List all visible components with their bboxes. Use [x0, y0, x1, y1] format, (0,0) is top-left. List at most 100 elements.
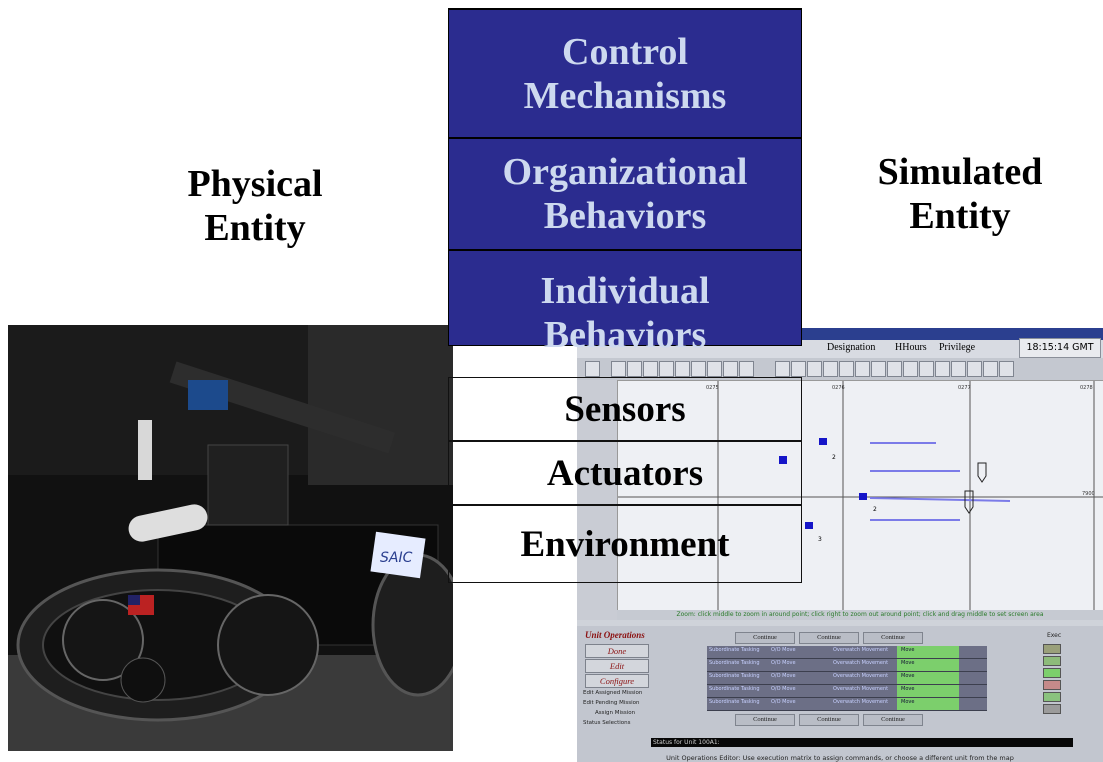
menu-designation[interactable]: Designation [827, 342, 876, 353]
toolbar-button[interactable] [611, 361, 626, 377]
toolbar-button[interactable] [999, 361, 1014, 377]
physical-label-line2: Entity [204, 207, 306, 249]
continue-footer[interactable]: Continue [799, 714, 859, 726]
exec-row[interactable]: Subordinate Tasking O/O Move Overwatch M… [707, 659, 987, 672]
toolbar-button[interactable] [919, 361, 934, 377]
indiv-line1: Individual [540, 270, 710, 312]
exec-cell: Overwatch Movement [833, 673, 889, 679]
edit-button[interactable]: Edit [585, 659, 649, 673]
continue-footer[interactable]: Continue [735, 714, 795, 726]
physical-entity-label: Physical Entity [160, 162, 350, 250]
simulation-screenshot: Designation HHours Privilege 18:15:14 GM… [577, 328, 1103, 762]
exec-cell: O/O Move [771, 647, 796, 653]
toolbar-button[interactable] [807, 361, 822, 377]
continue-header[interactable]: Continue [863, 632, 923, 644]
continue-header[interactable]: Continue [735, 632, 795, 644]
grid-label: 7900 [1082, 491, 1095, 497]
exec-row[interactable]: Subordinate Tasking O/O Move Overwatch M… [707, 672, 987, 685]
toolbar-button[interactable] [627, 361, 642, 377]
continue-footer[interactable]: Continue [863, 714, 923, 726]
exec-cell: Subordinate Tasking [709, 647, 760, 653]
exec-cell: O/O Move [771, 686, 796, 692]
toolbar-button[interactable] [855, 361, 870, 377]
sim-left-strip [577, 380, 617, 620]
saic-logo-text: SAIC [380, 550, 413, 566]
org-line1: Organizational [502, 151, 748, 193]
configure-button[interactable]: Configure [585, 674, 649, 688]
exec-cell: Overwatch Movement [833, 660, 889, 666]
indiv-line2: Behaviors [543, 314, 707, 356]
exec-row[interactable]: Subordinate Tasking O/O Move Overwatch M… [707, 698, 987, 711]
toolbar-button[interactable] [839, 361, 854, 377]
map-unit-number: 3 [818, 536, 822, 543]
simulated-label-line1: Simulated [877, 151, 1043, 193]
layer-environment: Environment [448, 505, 802, 583]
edit-pending-mission-option[interactable]: Edit Pending Mission [583, 700, 640, 706]
toolbar-button[interactable] [871, 361, 886, 377]
exec-cell: Move [901, 660, 915, 666]
layer-actuators: Actuators [448, 441, 802, 505]
layer-organizational-behaviors: Organizational Behaviors [448, 138, 802, 250]
toolbar-button[interactable] [775, 361, 790, 377]
color-swatch [1043, 692, 1061, 702]
color-swatch [1043, 668, 1061, 678]
exec-row[interactable]: Subordinate Tasking O/O Move Overwatch M… [707, 685, 987, 698]
toolbar-button[interactable] [903, 361, 918, 377]
edit-assigned-mission-option[interactable]: Edit Assigned Mission [583, 690, 643, 696]
toolbar-button[interactable] [707, 361, 722, 377]
exec-cell: Overwatch Movement [833, 699, 889, 705]
simulated-label-line2: Entity [909, 195, 1011, 237]
robot-photo: SAIC [8, 325, 453, 751]
toolbar-button[interactable] [791, 361, 806, 377]
exec-cell: O/O Move [771, 660, 796, 666]
control-line2: Mechanisms [523, 74, 727, 117]
exec-cell: Subordinate Tasking [709, 699, 760, 705]
exec-cell: Move [901, 673, 915, 679]
assign-mission-button[interactable]: Assign Mission [595, 710, 636, 716]
grid-label: 0276 [832, 385, 845, 391]
sim-clock: 18:15:14 GMT [1019, 338, 1101, 358]
color-swatch [1043, 644, 1061, 654]
done-button[interactable]: Done [585, 644, 649, 658]
unit-operations-footer: Unit Operations Editor: Use execution ma… [666, 754, 1014, 762]
toolbar-button[interactable] [935, 361, 950, 377]
toolbar-button[interactable] [691, 361, 706, 377]
layer-control-mechanisms: Control Mechanisms [448, 8, 802, 138]
toolbar-button[interactable] [659, 361, 674, 377]
toolbar-button[interactable] [887, 361, 902, 377]
menu-privilege[interactable]: Privilege [939, 342, 976, 353]
sim-map[interactable]: 0275 0276 0277 0278 7900 2 2 3 [617, 380, 1103, 612]
color-swatch [1043, 656, 1061, 666]
exec-cell: O/O Move [771, 673, 796, 679]
status-line: Status for Unit 100A1: [651, 738, 1073, 747]
color-swatch [1043, 680, 1061, 690]
layer-individual-behaviors: Individual Behaviors [448, 250, 802, 356]
color-swatch [1043, 704, 1061, 714]
continue-header[interactable]: Continue [799, 632, 859, 644]
org-line2: Behaviors [543, 195, 707, 237]
toolbar-button[interactable] [951, 361, 966, 377]
toolbar-button[interactable] [983, 361, 998, 377]
exec-cell: O/O Move [771, 699, 796, 705]
physical-label-line1: Physical [187, 163, 323, 205]
status-selections-button[interactable]: Status Selections [583, 720, 631, 726]
environment-label: Environment [520, 523, 730, 565]
toolbar-button[interactable] [723, 361, 738, 377]
robot-illustration: SAIC [8, 325, 453, 751]
toolbar-button[interactable] [675, 361, 690, 377]
exec-cell: Overwatch Movement [833, 686, 889, 692]
toolbar-button[interactable] [823, 361, 838, 377]
control-line1: Control [562, 30, 688, 73]
menu-hhours[interactable]: HHours [895, 342, 927, 353]
exec-column-label: Exec [1047, 632, 1062, 639]
actuators-label: Actuators [546, 452, 704, 494]
toolbar-button[interactable] [739, 361, 754, 377]
exec-row[interactable]: Subordinate Tasking O/O Move Overwatch M… [707, 646, 987, 659]
toolbar-button[interactable] [643, 361, 658, 377]
toolbar-button[interactable] [585, 361, 600, 377]
map-zoom-hint: Zoom: click middle to zoom in around poi… [617, 610, 1103, 620]
exec-cell: Move [901, 647, 915, 653]
toolbar-button[interactable] [967, 361, 982, 377]
exec-cell: Move [901, 699, 915, 705]
grid-label: 0277 [958, 385, 971, 391]
